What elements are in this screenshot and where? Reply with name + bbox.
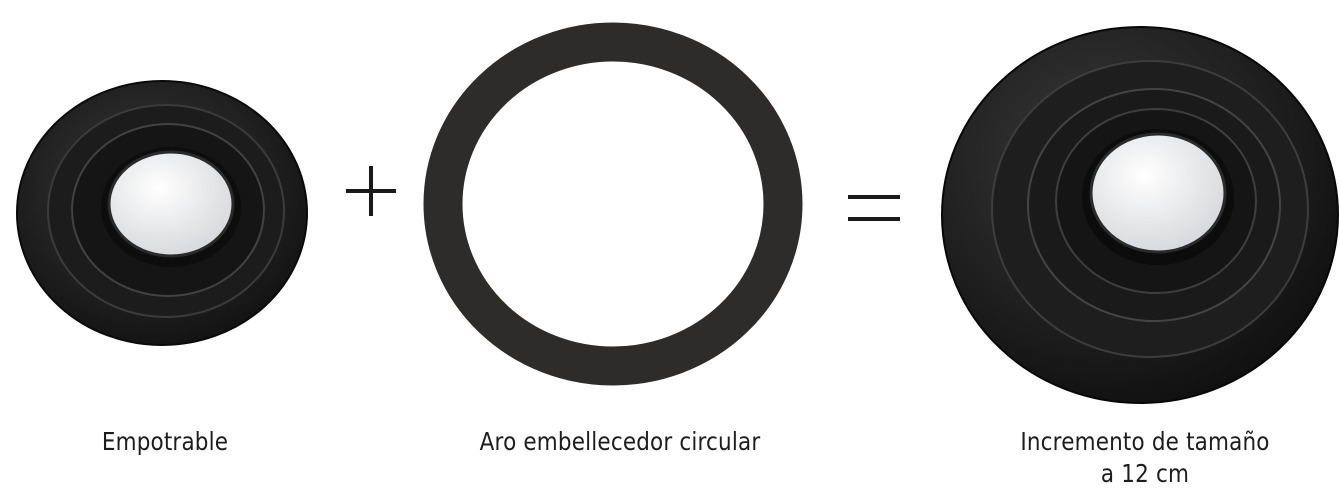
caption-line: a 12 cm (1003, 458, 1287, 490)
caption-aro-embellecedor: Aro embellecedor circular (452, 426, 787, 458)
caption-line: Aro embellecedor circular (452, 426, 787, 458)
plus-operator (344, 164, 398, 218)
caption-line: Incremento de tamaño (1003, 426, 1287, 458)
enlarged-spotlight-image (940, 25, 1339, 405)
recessed-spotlight-icon (16, 80, 309, 346)
equals-operator (846, 193, 902, 223)
enlarged-spotlight-icon (940, 25, 1339, 405)
caption-incremento-tamano: Incremento de tamaño a 12 cm (1003, 426, 1287, 490)
recessed-spotlight-image (16, 80, 309, 346)
caption-empotrable: Empotrable (53, 426, 277, 458)
equals-icon (846, 193, 902, 223)
trim-ring-image (421, 20, 805, 388)
plus-icon (344, 164, 398, 218)
trim-ring-icon (421, 20, 805, 388)
caption-line: Empotrable (53, 426, 277, 458)
